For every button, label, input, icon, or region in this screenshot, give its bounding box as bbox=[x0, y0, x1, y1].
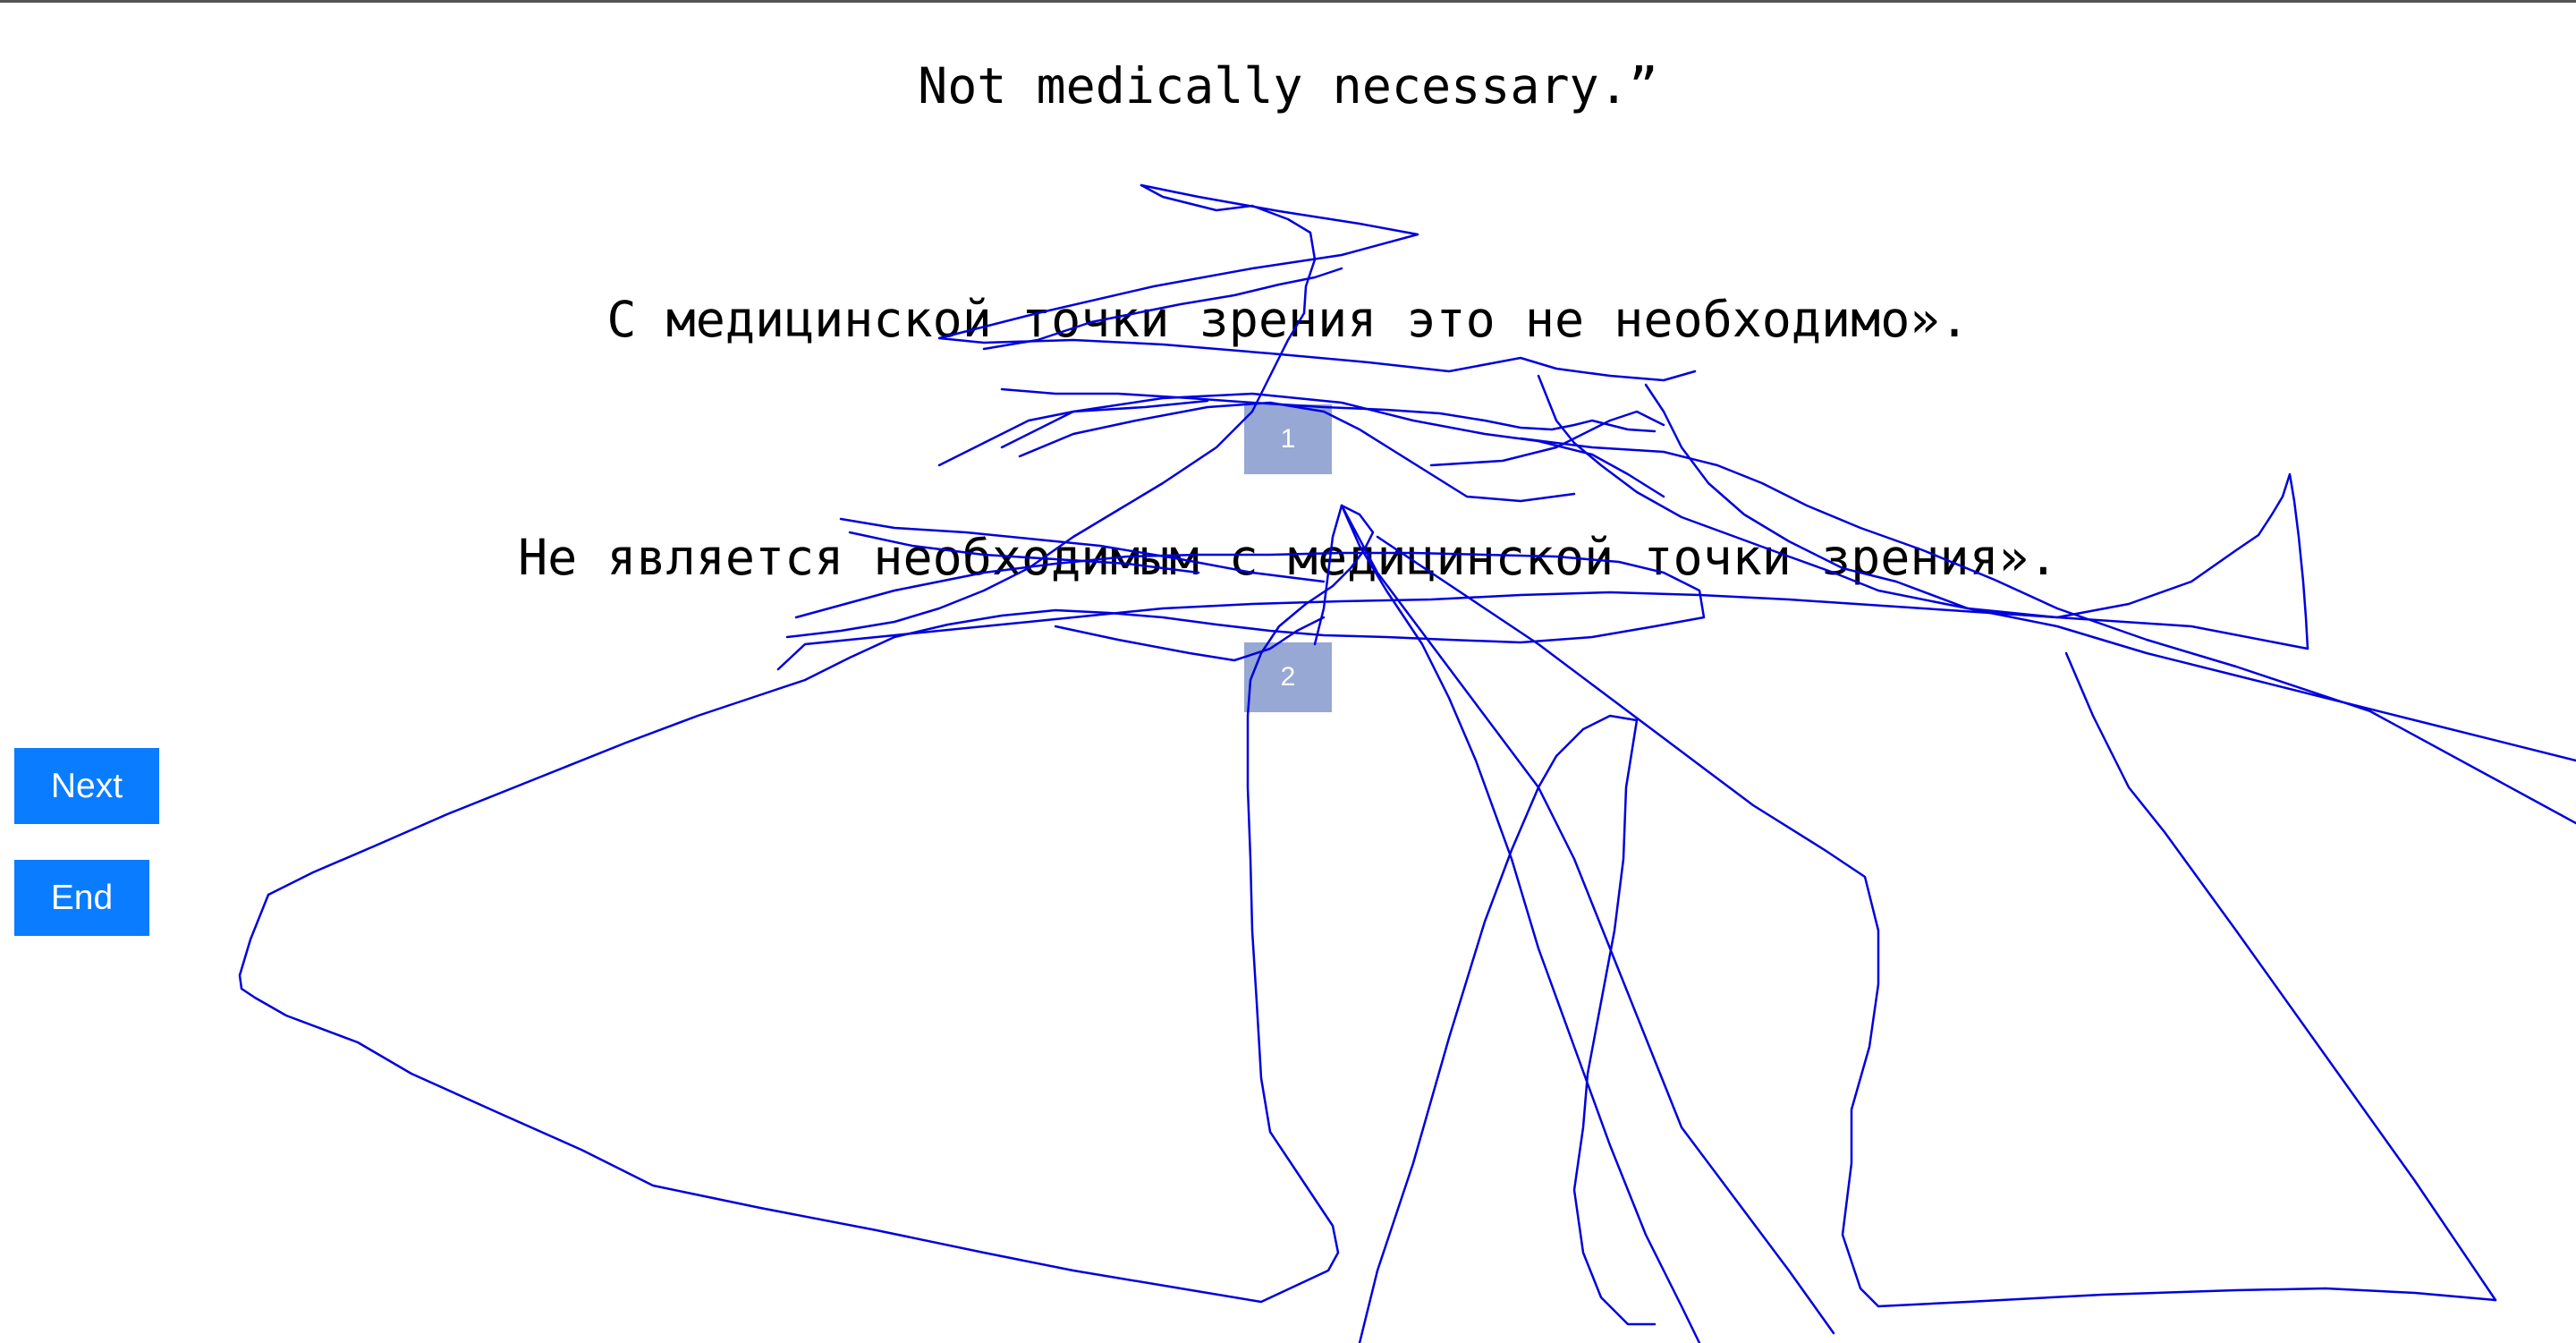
option-badge-2[interactable]: 2 bbox=[1244, 642, 1332, 712]
trail-segment bbox=[1537, 374, 2309, 650]
trail-segment bbox=[1358, 714, 1657, 1343]
top-border bbox=[0, 0, 2576, 3]
trail-segment bbox=[1340, 504, 1701, 1343]
trail-segment bbox=[1376, 535, 2497, 1308]
translation-option-2[interactable]: Не является необходимым с медицинской то… bbox=[518, 529, 2058, 586]
trail-segment bbox=[1519, 437, 2576, 825]
translation-option-1[interactable]: С медицинской точки зрения это не необхо… bbox=[606, 291, 1970, 348]
next-button[interactable]: Next bbox=[14, 748, 159, 824]
trail-segment bbox=[776, 591, 2309, 671]
trail-segment bbox=[238, 504, 1375, 1304]
source-sentence: Not medically necessary.” bbox=[918, 57, 1658, 115]
end-button[interactable]: End bbox=[14, 860, 149, 936]
trail-segment bbox=[937, 183, 1697, 382]
trail-segment bbox=[267, 551, 1706, 897]
option-badge-1[interactable]: 1 bbox=[1244, 404, 1332, 474]
trail-segment bbox=[1000, 392, 1665, 498]
trail-segment bbox=[937, 399, 1209, 467]
trail-segment bbox=[1340, 504, 1835, 1335]
trail-segment bbox=[1429, 410, 1665, 467]
trail-segment bbox=[2064, 651, 2497, 1302]
